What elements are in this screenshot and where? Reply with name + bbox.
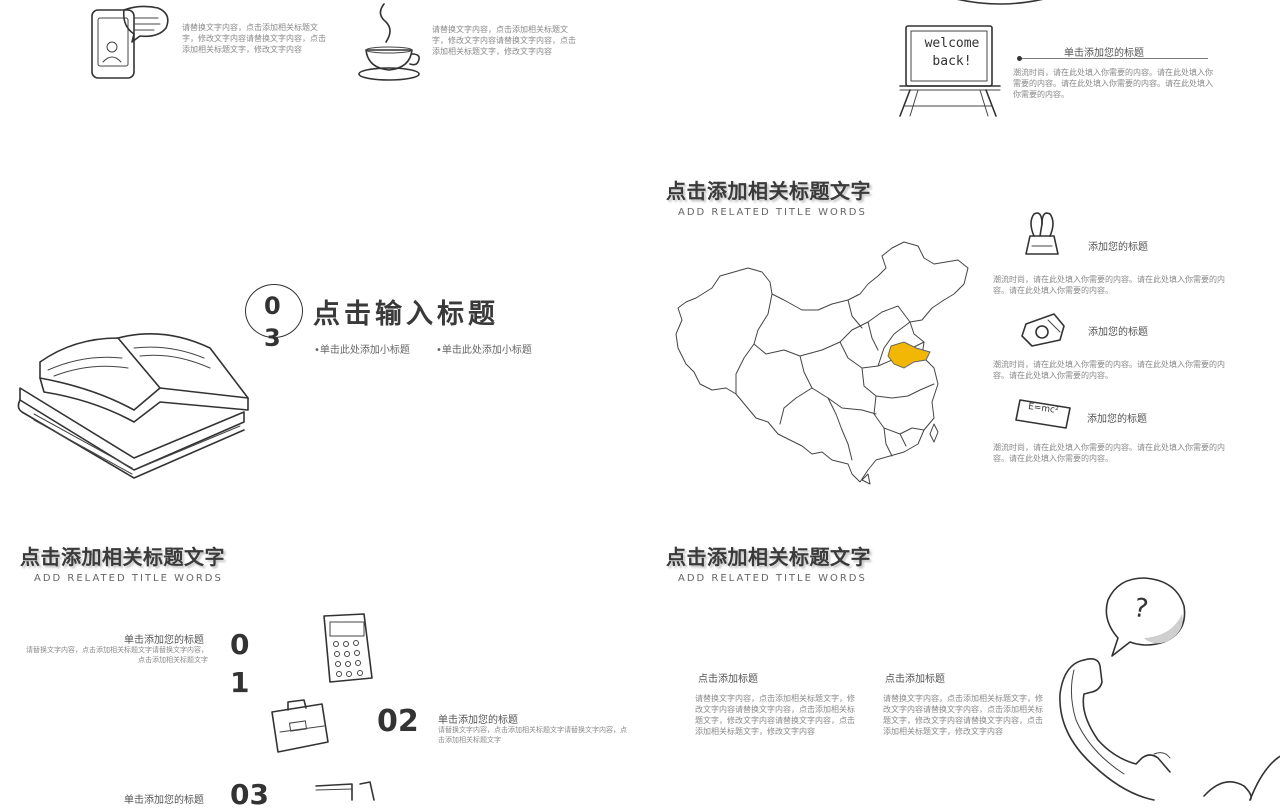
list-item-3-label: 单击添加您的标题 [124, 795, 204, 806]
map-item-3-body: 潮流时尚，请在此处填入你需要的内容。请在此处填入你需要的内容。请在此处填入你需要… [993, 443, 1225, 463]
col2-label: 点击添加标题 [885, 674, 945, 685]
list-item-1-body: 请替换文字内容，点击添加相关标题文字请替换文字内容，点击添加相关标题文字 [26, 646, 208, 664]
top-right-body: 潮流时尚，请在此处填入你需要的内容。请在此处填入你需要的内容。请在此处填入你需要… [1013, 68, 1213, 99]
list-panel-title: 点击添加相关标题文字 [20, 545, 225, 569]
map-item-2-label: 添加您的标题 [1088, 327, 1148, 338]
top-arc-decoration [957, 0, 1043, 5]
highlighted-province [887, 341, 931, 369]
heading-rule [1022, 58, 1208, 59]
list-panel-subtitle: ADD RELATED TITLE WORDS [34, 573, 223, 584]
coffee-cup-icon [358, 3, 420, 81]
open-books-icon [17, 333, 249, 479]
col1-body: 请替换文字内容，点击添加相关标题文字，修改文字内容请替换文字内容，点击添加相关标… [695, 694, 855, 736]
briefcase-icon [271, 699, 329, 753]
section-sub-2: •单击此处添加小标题 [436, 345, 532, 356]
top-right-heading: 单击添加您的标题 [1064, 48, 1144, 59]
china-map [675, 241, 969, 485]
question-bubble-icon [1105, 577, 1186, 657]
map-item-2-body: 潮流时尚，请在此处填入你需要的内容。请在此处填入你需要的内容。请在此处填入你需要… [993, 360, 1225, 380]
sharpener-icon [1021, 313, 1065, 347]
col2-body: 请替换文字内容，点击添加相关标题文字，修改文字内容请替换文字内容，点击添加相关标… [883, 694, 1043, 736]
section-number-circle [245, 284, 303, 338]
equation-card-icon [1015, 399, 1071, 429]
section-number: 03 [264, 292, 281, 352]
col1-label: 点击添加标题 [698, 674, 758, 685]
welcome-board-icon [899, 25, 1001, 117]
list-item-3-number: 03 [230, 778, 269, 811]
bullet-dot [1017, 56, 1022, 61]
item1-text: 请替换文字内容，点击添加相关标题文字，修改文字内容请替换文字内容，点击添加相关标… [182, 23, 326, 54]
map-item-3-label: 添加您的标题 [1087, 414, 1147, 425]
list-item-1-number: 01 [230, 628, 250, 699]
section-title: 点击输入标题 [313, 299, 499, 330]
list-item-2-number: 02 [377, 704, 419, 739]
desk-items-icon [315, 781, 375, 801]
map-panel-subtitle: ADD RELATED TITLE WORDS [678, 207, 867, 218]
telephone-handset-icon [1059, 658, 1280, 801]
map-item-1-body: 潮流时尚，请在此处填入你需要的内容。请在此处填入你需要的内容。请在此处填入你需要… [993, 275, 1225, 295]
section-sub-1: •单击此处添加小标题 [314, 345, 410, 356]
calculator-icon [323, 613, 373, 683]
item2-text: 请替换文字内容，点击添加相关标题文字，修改文字内容请替换文字内容，点击添加相关标… [432, 25, 576, 56]
map-panel-title: 点击添加相关标题文字 [666, 179, 871, 203]
binder-clip-icon [1025, 212, 1059, 255]
map-item-1-label: 添加您的标题 [1088, 242, 1148, 253]
list-item-2-label: 单击添加您的标题 [438, 715, 518, 726]
welcome-board-text: welcome back! [924, 36, 980, 69]
phone-panel-subtitle: ADD RELATED TITLE WORDS [678, 573, 867, 584]
phone-panel-title: 点击添加相关标题文字 [666, 545, 871, 569]
list-item-2-body: 请替换文字内容，点击添加相关标题文字请替换文字内容，点击添加相关标题文字 [438, 726, 627, 744]
list-item-1-label: 单击添加您的标题 [124, 635, 204, 646]
tablet-chat-icon [91, 5, 169, 79]
